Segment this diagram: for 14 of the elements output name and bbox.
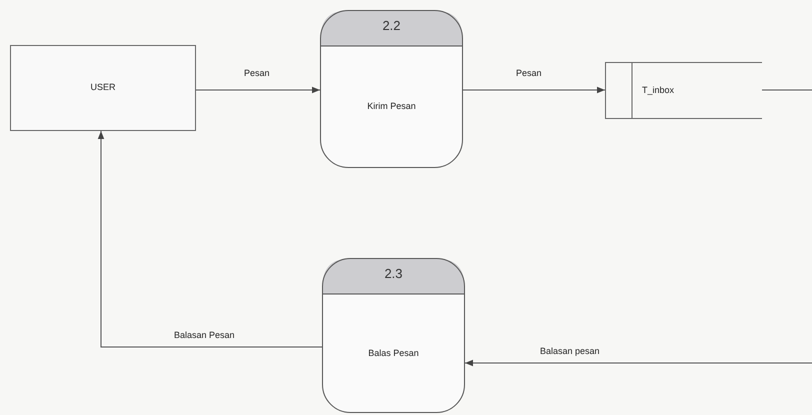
arrow <box>464 360 812 366</box>
arrow <box>196 86 320 94</box>
process-number: 2.3 <box>383 266 404 281</box>
edge-label: Balasan Pesan <box>172 330 237 340</box>
edge-label: Pesan <box>242 68 272 78</box>
process-label: Kirim Pesan <box>366 101 417 111</box>
edge-label: Pesan <box>514 68 544 78</box>
edge-label: Balasan pesan <box>538 346 602 356</box>
arrow <box>462 86 606 94</box>
process-number: 2.2 <box>381 18 402 33</box>
process-label: Balas Pesan <box>367 348 420 358</box>
data-store-label: T_inbox <box>642 84 674 94</box>
arrow <box>98 130 322 348</box>
entity-label: USER <box>89 82 116 92</box>
